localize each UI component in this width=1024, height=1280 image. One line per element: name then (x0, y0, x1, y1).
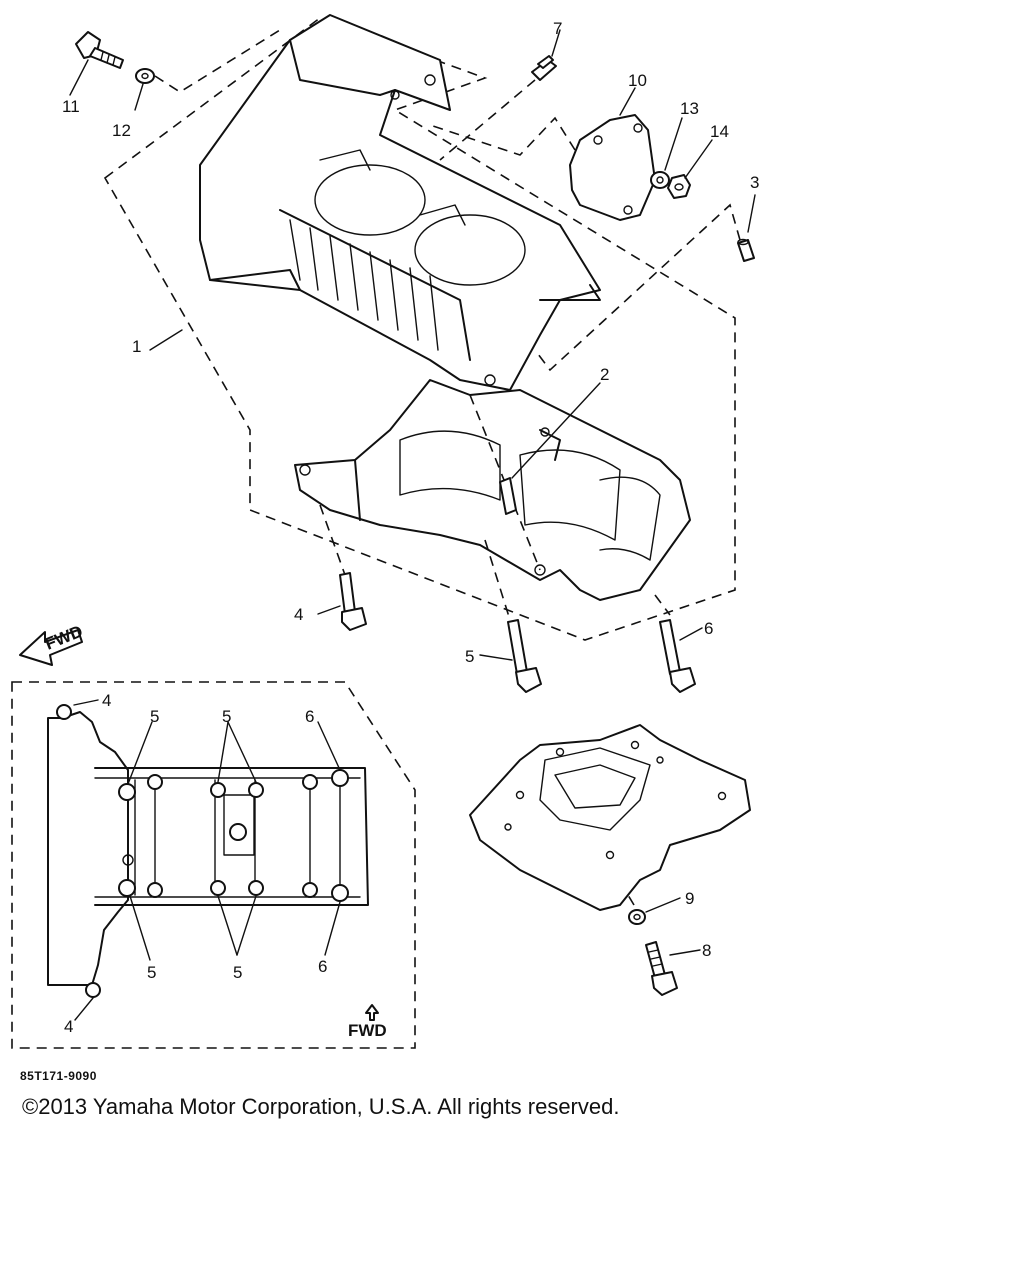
dowel-pin-3 (534, 194, 756, 372)
callout-10: 10 (628, 71, 647, 90)
crankcase-exploded-diagram: FWD (11, 14, 759, 1049)
inset-callout-4-top: 4 (102, 691, 111, 710)
inset-callout-5-bottom-left: 5 (147, 963, 156, 982)
callout-8: 8 (702, 941, 711, 960)
callout-9: 9 (685, 889, 694, 908)
inset-bottom-view (47, 699, 379, 1021)
copyright-notice: ©2013 Yamaha Motor Corporation, U.S.A. A… (22, 1094, 620, 1119)
washer-13 (650, 117, 683, 189)
nut-14 (667, 139, 713, 199)
callout-6: 6 (704, 619, 713, 638)
bolt-6-guide (654, 594, 671, 616)
callout-5: 5 (465, 647, 474, 666)
washer-12 (134, 29, 281, 111)
bolt-4-guide (319, 504, 346, 576)
callout-2: 2 (600, 365, 609, 384)
upper-crankcase (199, 14, 601, 391)
lower-crankcase (294, 379, 691, 601)
bolt-8 (645, 941, 701, 996)
callout-7: 7 (553, 19, 562, 38)
bolt-6 (659, 619, 703, 693)
bolt-5 (479, 619, 542, 693)
leader-1 (149, 329, 183, 351)
callout-14: 14 (710, 122, 729, 141)
diagram-part-code: 85T171-9090 (20, 1069, 97, 1083)
bolt-4 (317, 572, 367, 631)
bolt-5-guide (484, 539, 511, 621)
inset-fwd-label: FWD (348, 1021, 387, 1040)
guard-plate (469, 724, 751, 911)
callout-3: 3 (750, 173, 759, 192)
washer-9 (627, 894, 681, 925)
inset-callout-6-bottom: 6 (318, 957, 327, 976)
callout-4: 4 (294, 605, 303, 624)
callout-11: 11 (62, 97, 80, 116)
callout-13: 13 (680, 99, 699, 118)
inset-dashed-frame (11, 681, 416, 1049)
assembly-dashed-outline (103, 17, 736, 641)
inset-callout-6-top: 6 (305, 707, 314, 726)
callout-1: 1 (132, 337, 141, 356)
inset-callout-4-bottom: 4 (64, 1017, 73, 1036)
inset-callout-5-top-mid: 5 (222, 707, 231, 726)
bolt-11 (69, 31, 124, 96)
fwd-arrow-icon: FWD (19, 622, 85, 666)
stud-7 (439, 29, 561, 161)
dowel-pin-2 (499, 382, 601, 515)
inset-callout-5-bottom-mid: 5 (233, 963, 242, 982)
callout-12: 12 (112, 121, 131, 140)
inset-callout-5-top-left: 5 (150, 707, 159, 726)
